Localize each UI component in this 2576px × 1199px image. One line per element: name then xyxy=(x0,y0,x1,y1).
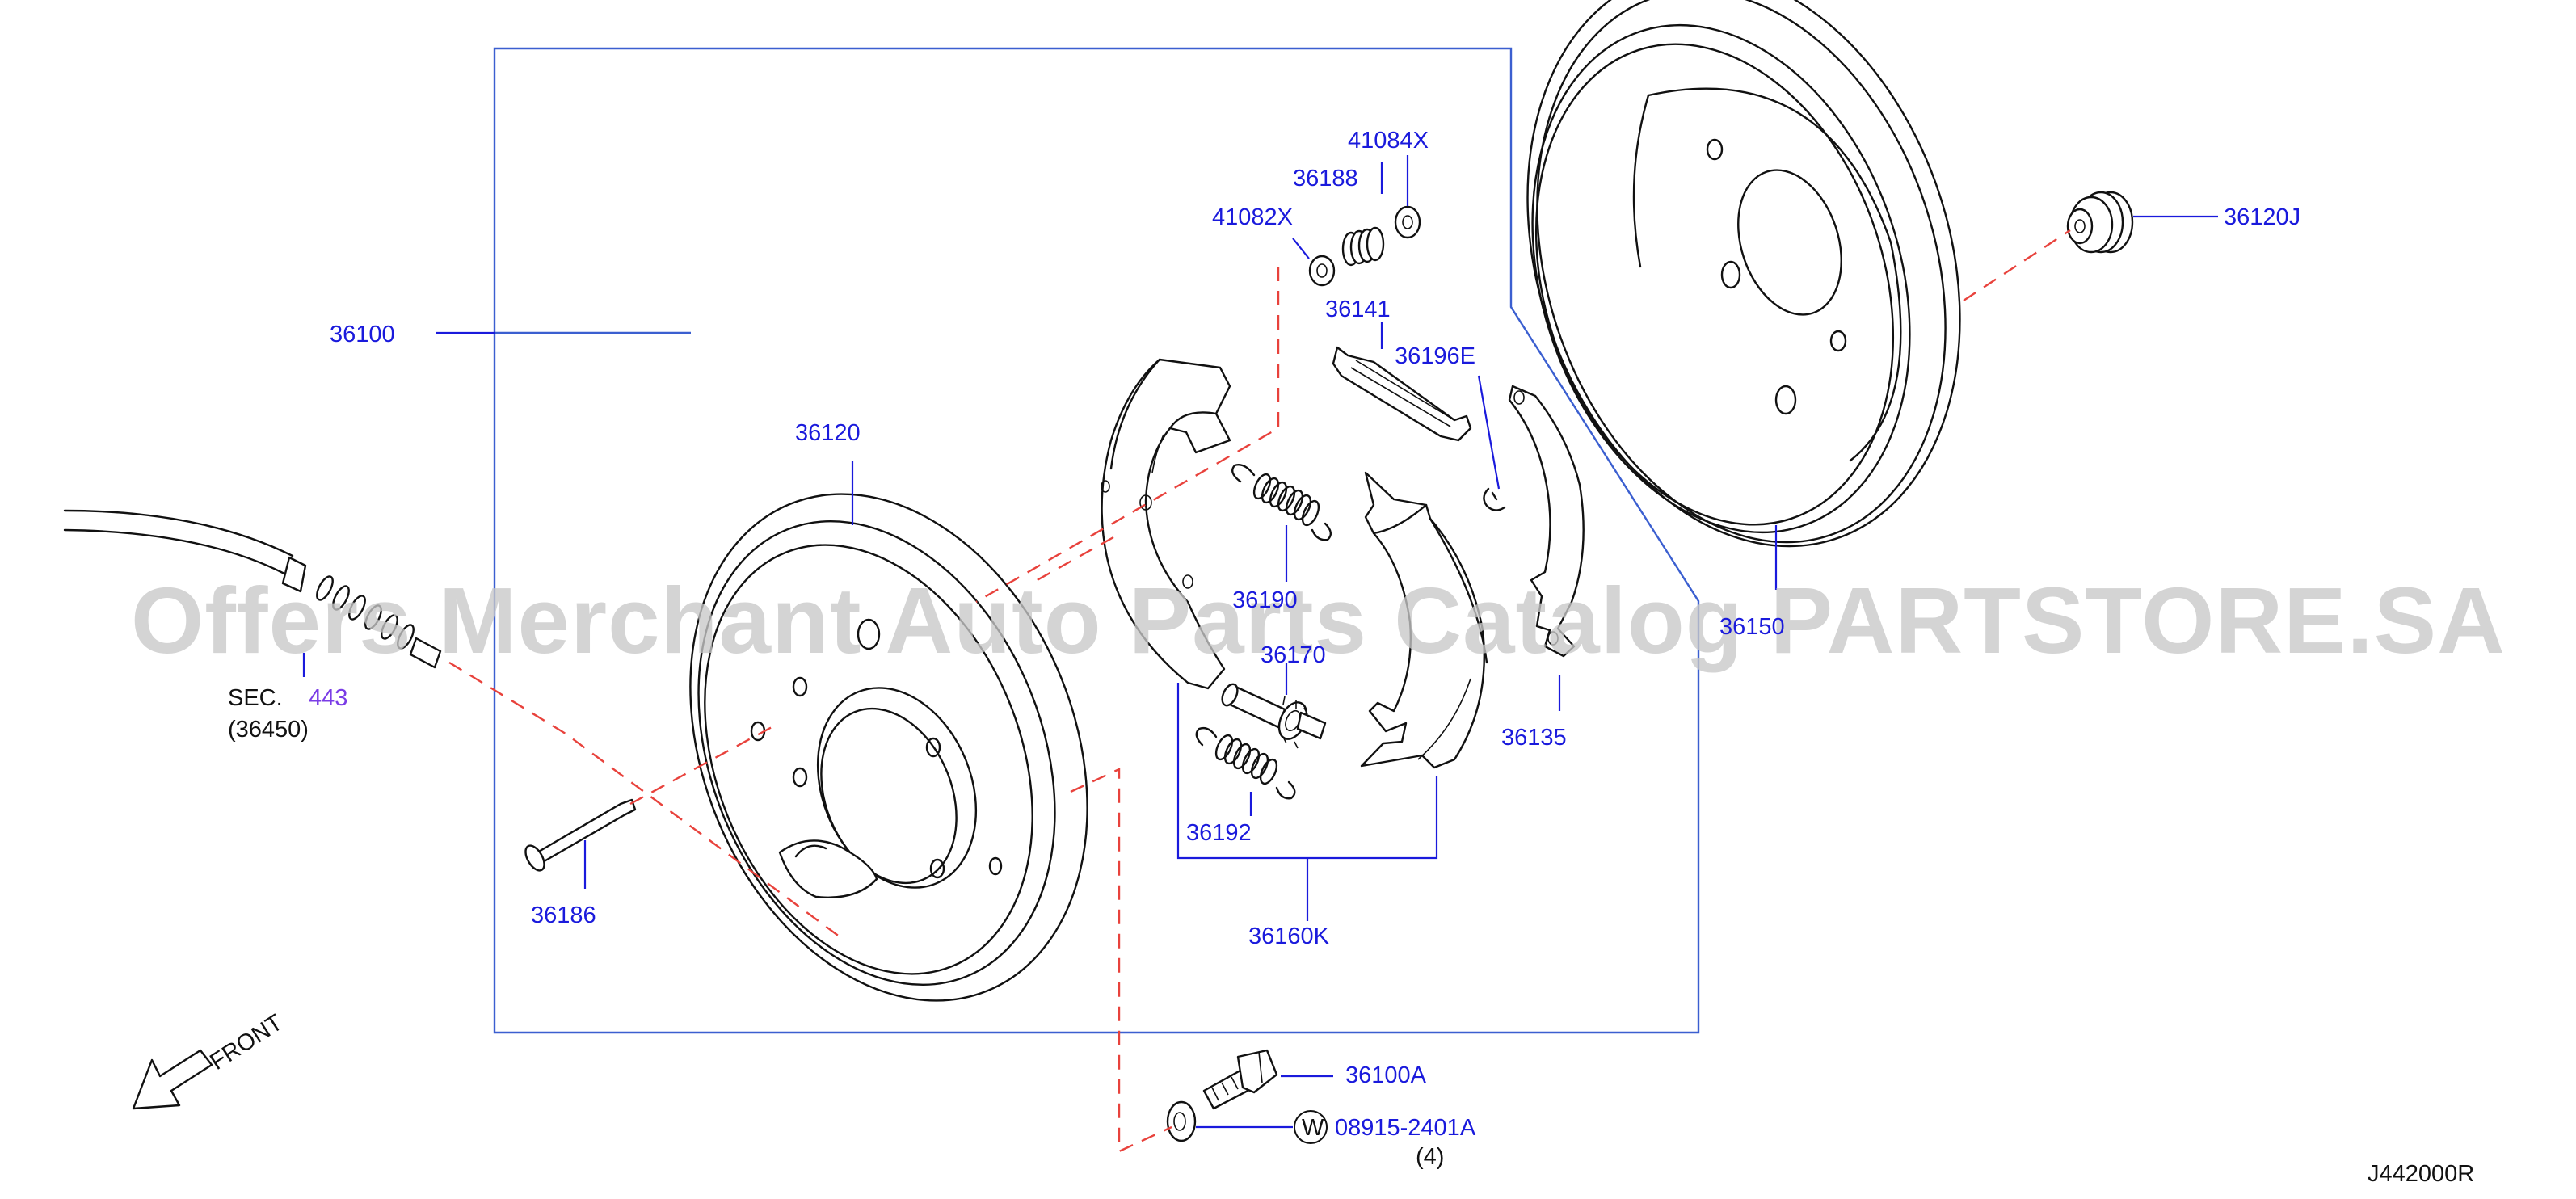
adjuster-strut[interactable] xyxy=(1332,346,1472,442)
lock-washer[interactable] xyxy=(1166,1100,1197,1142)
label-36170[interactable]: 36170 xyxy=(1261,642,1326,668)
upper-return-spring[interactable] xyxy=(1231,464,1332,541)
watermark-text: Offers Merchant Auto Parts Catalog PARTS… xyxy=(131,568,2506,673)
cup-41084x[interactable] xyxy=(1394,205,1421,239)
alignment-dashed-lines xyxy=(448,229,2071,1153)
front-label: FRONT xyxy=(205,1009,287,1075)
section-reference[interactable]: SEC. 443 (36450) xyxy=(228,685,347,743)
label-36188[interactable]: 36188 xyxy=(1293,166,1358,191)
retaining-clip[interactable] xyxy=(1483,487,1506,511)
front-arrow-icon xyxy=(132,1049,213,1110)
label-36135[interactable]: 36135 xyxy=(1501,725,1567,751)
washer-41082x[interactable] xyxy=(1308,255,1336,287)
brake-shoe-leading[interactable] xyxy=(1101,358,1231,690)
label-36120j[interactable]: 36120J xyxy=(2224,204,2300,230)
parking-brake-cable[interactable] xyxy=(63,509,442,669)
parking-brake-lever[interactable] xyxy=(1508,385,1585,658)
diagram-code: J442000R xyxy=(2368,1161,2474,1187)
label-36196e[interactable]: 36196E xyxy=(1395,343,1475,369)
label-08915-2401a-text: 08915-2401A xyxy=(1335,1115,1476,1141)
shoe-hold-pin[interactable] xyxy=(522,798,637,873)
label-36100a[interactable]: 36100A xyxy=(1345,1062,1427,1088)
lower-return-spring[interactable] xyxy=(1195,726,1296,800)
hold-down-spring[interactable] xyxy=(1341,226,1385,267)
leader-lines xyxy=(302,155,2218,1129)
label-36192[interactable]: 36192 xyxy=(1186,820,1252,846)
section-prefix: SEC. xyxy=(228,685,283,711)
section-number-link[interactable]: 443 xyxy=(309,685,347,711)
mounting-bolt[interactable] xyxy=(1202,1049,1278,1110)
brake-drum[interactable] xyxy=(1457,0,2031,603)
label-41084x[interactable]: 41084X xyxy=(1348,128,1429,154)
assembly-frame xyxy=(493,47,1700,1034)
brake-shoe-trailing[interactable] xyxy=(1360,471,1488,769)
w-symbol: W xyxy=(1302,1115,1324,1141)
label-36160k[interactable]: 36160K xyxy=(1248,923,1330,949)
label-08915-2401a[interactable]: W 08915-2401A xyxy=(1294,1110,1476,1144)
section-sub-number: (36450) xyxy=(228,717,309,743)
label-36120[interactable]: 36120 xyxy=(795,420,861,446)
brake-adjuster[interactable] xyxy=(1219,682,1327,749)
label-36141[interactable]: 36141 xyxy=(1325,297,1391,322)
label-36190[interactable]: 36190 xyxy=(1232,587,1298,613)
label-41082x[interactable]: 41082X xyxy=(1212,204,1293,230)
backing-plate[interactable] xyxy=(618,435,1160,1061)
label-36186[interactable]: 36186 xyxy=(531,902,596,928)
label-36100[interactable]: 36100 xyxy=(330,322,395,347)
adjuster-plug[interactable] xyxy=(2066,191,2134,254)
quantity-label: (4) xyxy=(1416,1144,1444,1170)
label-36150[interactable]: 36150 xyxy=(1719,614,1785,640)
front-direction-indicator: FRONT xyxy=(132,1009,288,1110)
